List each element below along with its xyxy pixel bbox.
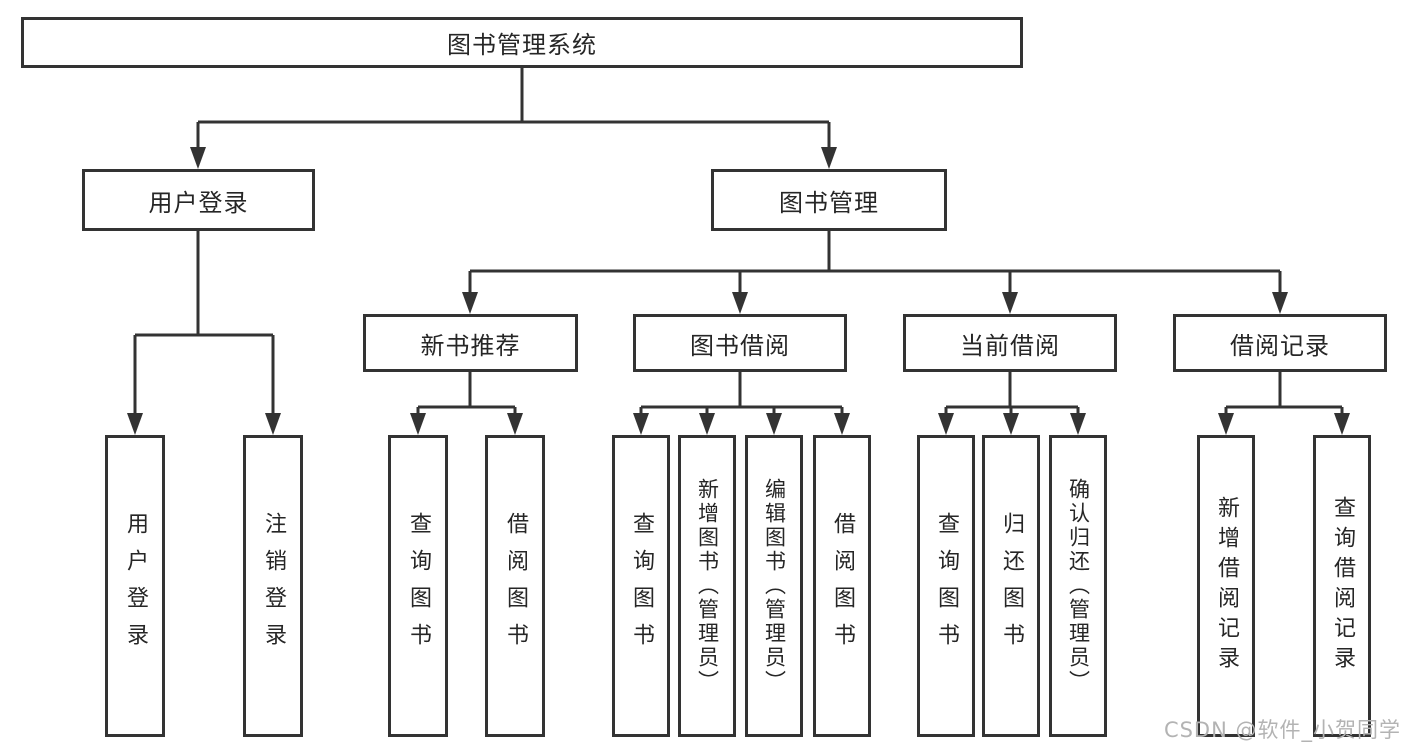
node-new-book-recommend: 新书推荐 bbox=[363, 314, 578, 372]
leaf-return-books: 归还图书 bbox=[982, 435, 1040, 737]
node-borrow-records: 借阅记录 bbox=[1173, 314, 1387, 372]
leaf-recommend-query-books: 查询图书 bbox=[388, 435, 448, 737]
node-book-management: 图书管理 bbox=[711, 169, 947, 231]
leaf-borrow-query-books: 查询图书 bbox=[612, 435, 670, 737]
leaf-user-login: 用户登录 bbox=[105, 435, 165, 737]
leaf-confirm-return-admin: 确认归还（管理员） bbox=[1049, 435, 1107, 737]
leaf-query-borrow-record: 查询借阅记录 bbox=[1313, 435, 1371, 737]
node-user-login: 用户登录 bbox=[82, 169, 315, 231]
node-book-borrow: 图书借阅 bbox=[633, 314, 847, 372]
node-current-borrow: 当前借阅 bbox=[903, 314, 1117, 372]
leaf-current-query-books: 查询图书 bbox=[917, 435, 975, 737]
leaf-logout: 注销登录 bbox=[243, 435, 303, 737]
node-root-system: 图书管理系统 bbox=[21, 17, 1023, 68]
leaf-add-borrow-record: 新增借阅记录 bbox=[1197, 435, 1255, 737]
leaf-borrow-books: 借阅图书 bbox=[813, 435, 871, 737]
leaf-recommend-borrow-books: 借阅图书 bbox=[485, 435, 545, 737]
leaf-add-books-admin: 新增图书（管理员） bbox=[678, 435, 736, 737]
leaf-edit-books-admin: 编辑图书（管理员） bbox=[745, 435, 803, 737]
